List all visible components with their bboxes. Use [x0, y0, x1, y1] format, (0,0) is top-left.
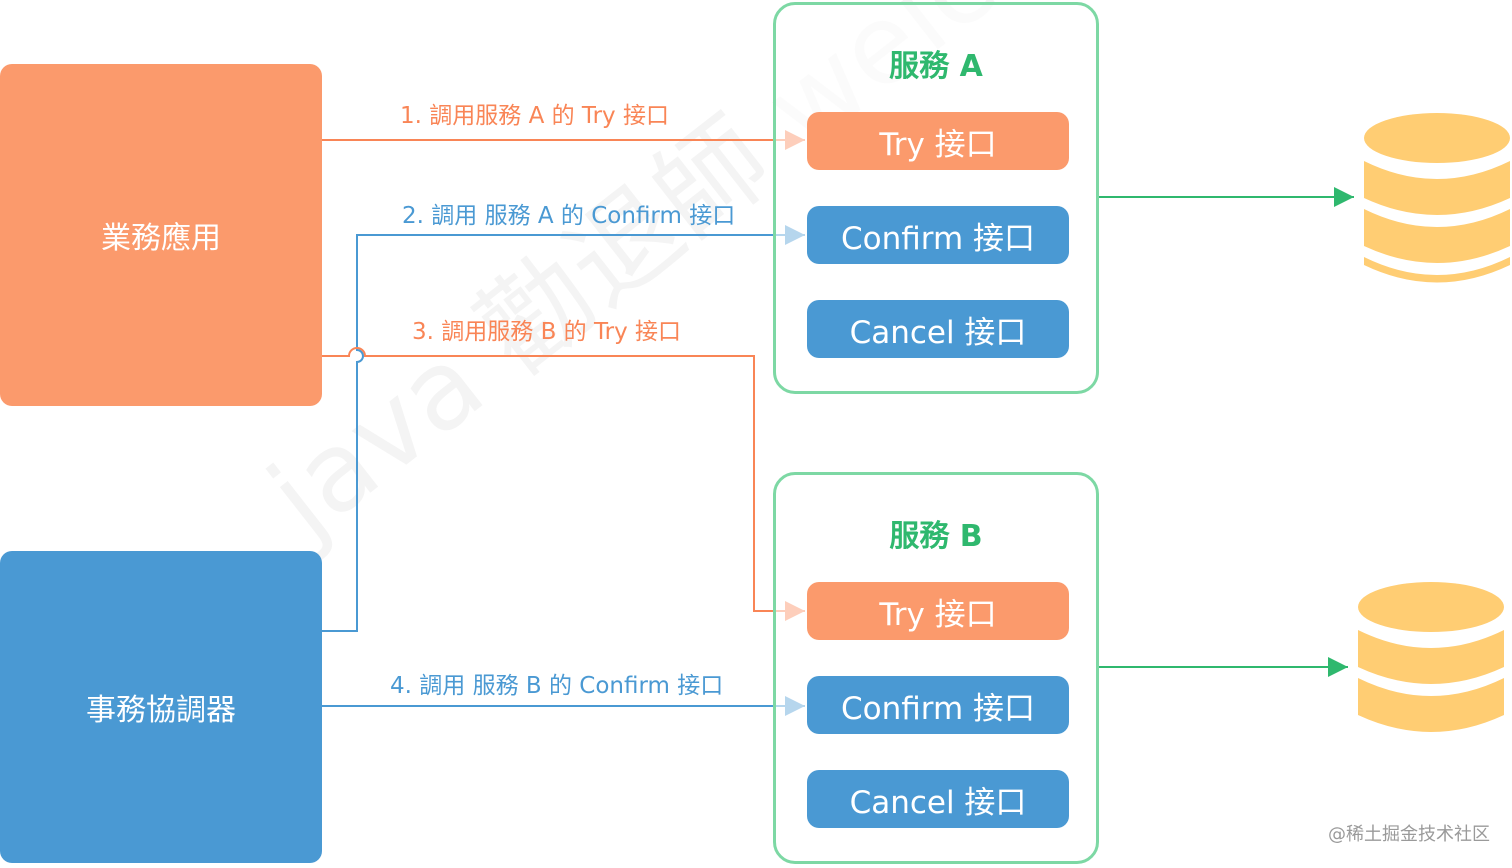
service-a-try-interface: Try 接口 — [807, 112, 1069, 170]
database-b-icon — [1358, 582, 1504, 732]
call-2-arrow — [322, 225, 805, 632]
service-b-confirm-interface: Confirm 接口 — [807, 676, 1069, 734]
transaction-coordinator-box: 事務協調器 — [0, 551, 322, 863]
service-b-cancel-interface: Cancel 接口 — [807, 770, 1069, 828]
call-4-label: 4. 調用 服務 B 的 Confirm 接口 — [390, 673, 724, 699]
service-a-confirm-interface: Confirm 接口 — [807, 206, 1069, 264]
service-b-container: 服務 B Try 接口 Confirm 接口 Cancel 接口 — [773, 472, 1099, 864]
call-3-label: 3. 調用服務 B 的 Try 接口 — [412, 319, 682, 345]
transaction-coordinator-label: 事務協調器 — [86, 693, 236, 728]
source-credit: @稀土掘金技术社区 — [1328, 824, 1490, 845]
call-2-label: 2. 調用 服務 A 的 Confirm 接口 — [402, 203, 736, 229]
service-a-container: 服務 A Try 接口 Confirm 接口 Cancel 接口 — [773, 2, 1099, 394]
database-a-icon — [1364, 113, 1510, 283]
business-app-box: 業務應用 — [0, 64, 322, 406]
business-app-label: 業務應用 — [101, 221, 221, 256]
service-b-try-interface: Try 接口 — [807, 582, 1069, 640]
service-b-title: 服務 B — [889, 519, 983, 554]
service-a-title: 服務 A — [889, 49, 983, 84]
call-3-arrow — [322, 347, 805, 621]
service-a-cancel-interface: Cancel 接口 — [807, 300, 1069, 358]
call-1-label: 1. 調用服務 A 的 Try 接口 — [400, 103, 669, 129]
